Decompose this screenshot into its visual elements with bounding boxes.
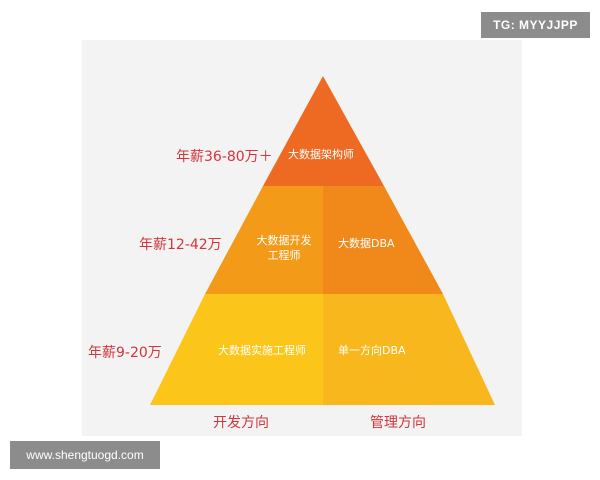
role-dba: 大数据DBA: [338, 237, 395, 250]
axis-label-management: 管理方向: [370, 415, 426, 431]
role-architect: 大数据架构师: [288, 148, 354, 161]
watermark-tg: TG: MYYJJPP: [481, 12, 590, 38]
role-single-dba: 单一方向DBA: [338, 344, 406, 357]
salary-label-bottom: 年薪9-20万: [88, 345, 162, 361]
middle-tier-development: [205, 186, 323, 294]
axis-label-development: 开发方向: [213, 415, 269, 431]
bottom-tier-development: [150, 294, 323, 405]
role-developer-line2: 工程师: [267, 249, 301, 262]
watermark-site: www.shengtuogd.com: [10, 441, 160, 469]
role-developer: 大数据开发 工程师: [254, 233, 314, 263]
salary-label-middle: 年薪12-42万: [139, 237, 222, 253]
middle-tier-management: [323, 186, 443, 294]
role-implementation-engineer: 大数据实施工程师: [218, 344, 306, 357]
role-developer-line1: 大数据开发: [256, 234, 312, 247]
top-tier: [263, 76, 384, 186]
salary-label-top: 年薪36-80万＋: [176, 149, 273, 165]
bottom-tier-management: [323, 294, 495, 405]
